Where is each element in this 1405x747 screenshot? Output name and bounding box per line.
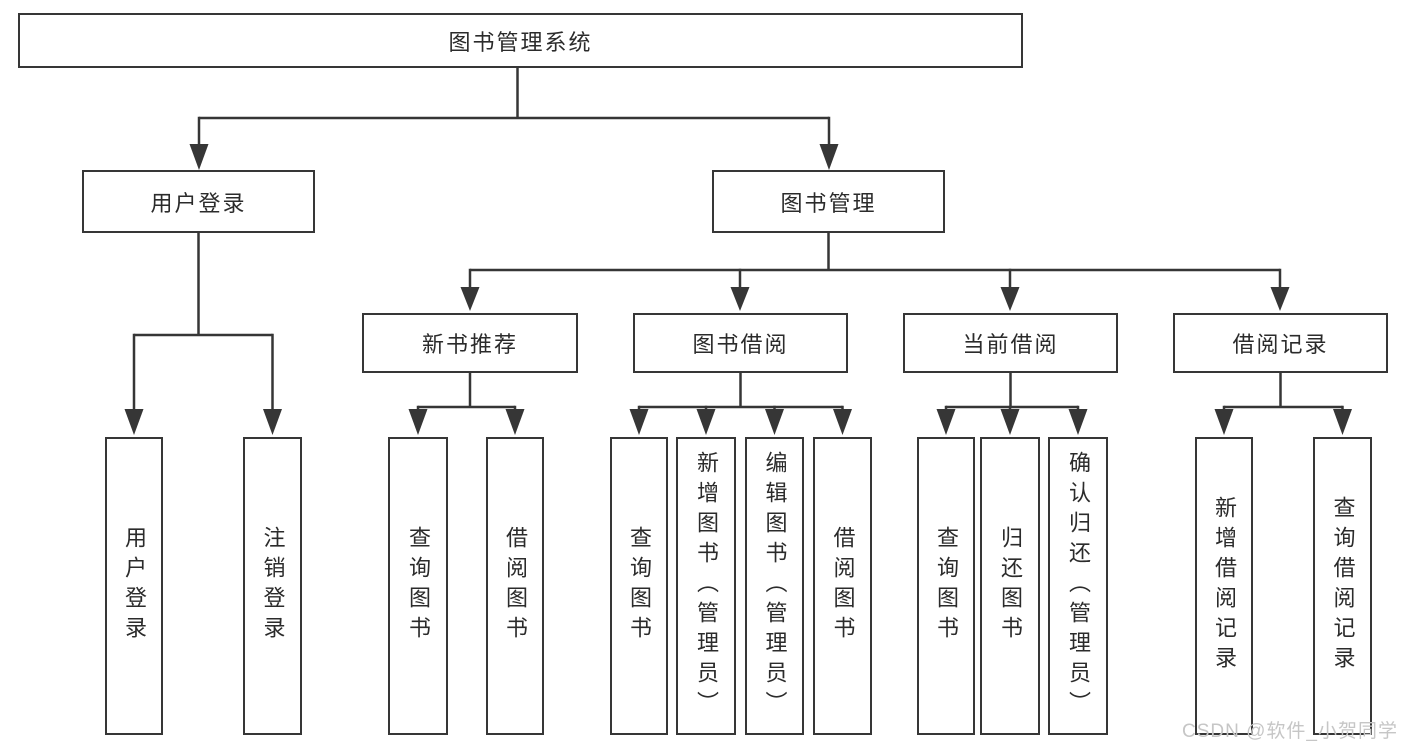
node-add-books-admin: 新增图书（管理员） xyxy=(676,437,736,735)
node-user-login-module: 用户登录 xyxy=(82,170,315,233)
connector-records-to-leaves xyxy=(1222,373,1344,412)
node-query-books-recommend: 查询图书 xyxy=(388,437,448,735)
arrowheads-current-to-leaves xyxy=(936,409,1088,435)
connector-recommend-to-leaves xyxy=(416,373,517,412)
arrowheads-borrow-to-leaves xyxy=(629,409,852,435)
node-query-books-borrow: 查询图书 xyxy=(610,437,668,735)
arrowheads-mgmt-to-level3 xyxy=(460,287,1290,311)
node-borrow-books-leaf: 借阅图书 xyxy=(813,437,872,735)
arrowheads-login-to-leaves xyxy=(124,409,282,435)
connector-root-to-level2 xyxy=(197,68,831,146)
connector-borrow-to-leaves xyxy=(637,373,844,412)
node-user-login-leaf: 用户登录 xyxy=(105,437,163,735)
connector-login-to-leaves xyxy=(132,233,274,412)
node-borrow-books-recommend: 借阅图书 xyxy=(486,437,544,735)
node-edit-books-admin: 编辑图书（管理员） xyxy=(745,437,804,735)
node-borrowing-records: 借阅记录 xyxy=(1173,313,1388,373)
connector-mgmt-to-level3 xyxy=(468,233,1282,290)
node-logout-leaf: 注销登录 xyxy=(243,437,302,735)
node-book-borrowing: 图书借阅 xyxy=(633,313,848,373)
arrowheads-recommend-to-leaves xyxy=(408,409,525,435)
node-return-books: 归还图书 xyxy=(980,437,1040,735)
connector-current-to-leaves xyxy=(944,373,1080,412)
arrowheads-root-to-level2 xyxy=(189,144,839,170)
node-new-book-recommend: 新书推荐 xyxy=(362,313,578,373)
node-library-system-root: 图书管理系统 xyxy=(18,13,1023,68)
node-confirm-return-admin: 确认归还（管理员） xyxy=(1048,437,1108,735)
arrowheads-records-to-leaves xyxy=(1214,409,1352,435)
node-query-borrow-record: 查询借阅记录 xyxy=(1313,437,1372,735)
node-query-books-current: 查询图书 xyxy=(917,437,975,735)
csdn-watermark: CSDN @软件_小贺同学 xyxy=(1182,721,1398,742)
node-book-management-module: 图书管理 xyxy=(712,170,945,233)
node-current-borrowing: 当前借阅 xyxy=(903,313,1118,373)
node-add-borrow-record: 新增借阅记录 xyxy=(1195,437,1253,735)
